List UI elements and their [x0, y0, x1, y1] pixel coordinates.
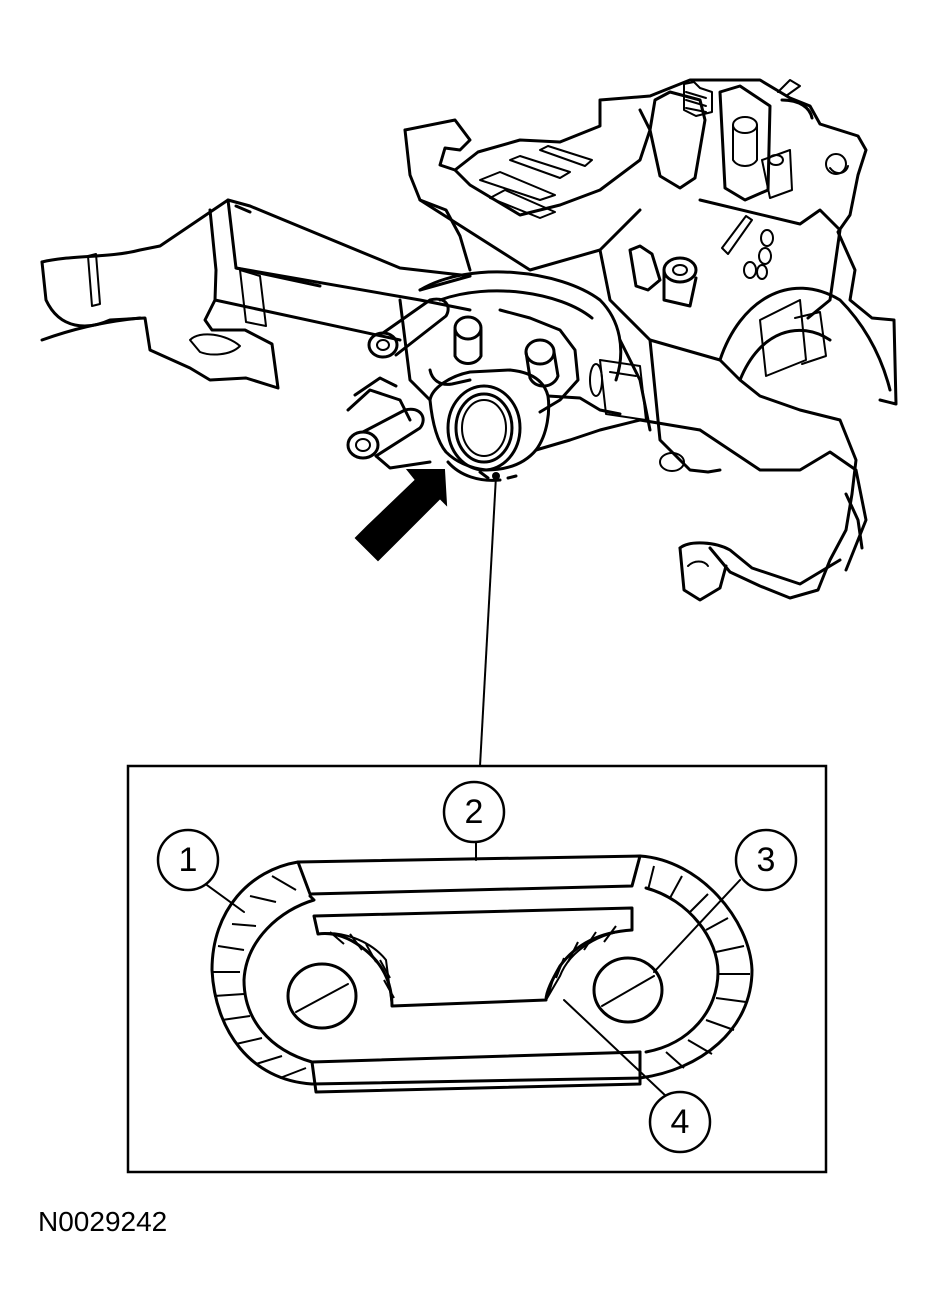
callout-2-label: 2 — [465, 793, 484, 831]
callout-3: 3 — [734, 828, 798, 892]
bearing-retainer-detail — [210, 854, 754, 1094]
callout-1: 1 — [156, 828, 220, 892]
callout-1-label: 1 — [179, 841, 198, 879]
callout-4: 4 — [648, 1090, 712, 1154]
callout-3-label: 3 — [757, 841, 776, 879]
callout-2: 2 — [442, 780, 506, 844]
leader-line — [479, 475, 497, 767]
figure-id: N0029242 — [38, 1206, 168, 1237]
callout-4-label: 4 — [671, 1103, 690, 1141]
direction-arrow — [354, 469, 448, 562]
column-assembly-illustration — [40, 78, 898, 767]
